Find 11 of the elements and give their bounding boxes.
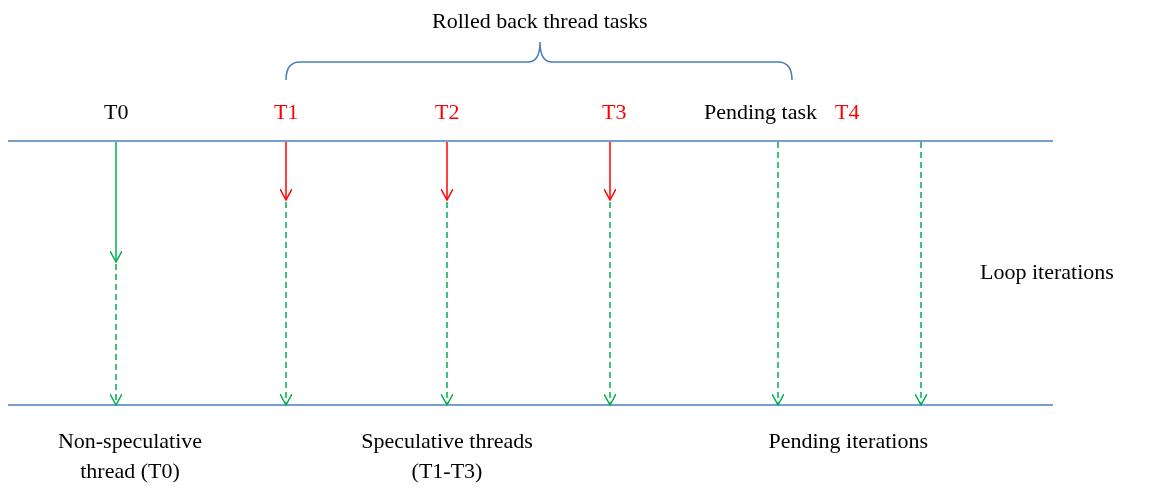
axis-label: Loop iterations <box>980 258 1114 286</box>
group-caption: Pending iterations <box>768 427 928 455</box>
thread-label: T3 <box>602 98 627 126</box>
thread-label: T4 <box>835 98 860 126</box>
group-caption: Non-speculative thread (T0) <box>56 427 204 485</box>
thread-label: T2 <box>435 98 460 126</box>
thread-label: T0 <box>104 98 129 126</box>
thread-label: T1 <box>274 98 299 126</box>
task-label: Pending task <box>704 98 818 126</box>
group-caption: Speculative threads (T1-T3) <box>360 427 534 485</box>
heading-text: Rolled back thread tasks <box>432 7 648 35</box>
